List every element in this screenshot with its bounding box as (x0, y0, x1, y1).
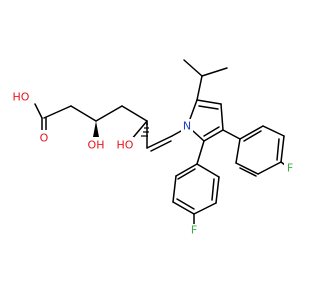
hydroxyl-acid-text: HO (13, 91, 30, 104)
fluorine-upper-label: F (284, 162, 295, 175)
bond-c2pyr-c3pyr-double (198, 105, 219, 110)
bond-ph2-b (172, 175, 177, 203)
bond-ph1-b-double (239, 167, 257, 177)
bond-c5-oh (130, 120, 148, 141)
bond-ph2-f (196, 163, 220, 178)
bond-c3-c4 (95, 105, 123, 122)
bond-c5pyr-n (192, 130, 205, 142)
carbonyl-oxygen-text: O (40, 132, 49, 145)
bond-ph2-c-double (176, 198, 195, 210)
bond-ph2-e (215, 176, 220, 204)
hydroxyl-3-text: OH (88, 139, 105, 152)
atom-label-layer: HO O OH HO N F F (12, 91, 295, 237)
bond-ph1-f (239, 125, 264, 140)
bond-ph1-c (257, 161, 282, 175)
bond-ph2-c (172, 201, 195, 215)
stereo-hash-c5-oh (141, 123, 149, 137)
bond-c4pyr-c5pyr (203, 129, 224, 142)
bond-ch-me2 (201, 67, 228, 77)
pyrrole-nitrogen-label: N (181, 119, 193, 133)
fluorine-lower-text: F (191, 224, 197, 237)
bond-c4-c5 (121, 105, 148, 122)
hydroxyl-5-label: HO (115, 137, 134, 152)
bond-ph2-a-double (177, 168, 196, 180)
bond-c2pyr-ch (196, 75, 203, 101)
bond-c2pyr-c3pyr (196, 99, 222, 105)
bond-ph2-a (175, 163, 198, 177)
bond-ph2-e-double (211, 178, 215, 201)
fluorine-lower-label: F (189, 224, 200, 237)
hydroxyl-acid-label: HO (12, 91, 31, 104)
bond-c1-ohacid (34, 103, 43, 119)
molecule-structure-diagram: HO O OH HO N F F (12, 59, 295, 237)
hydroxyl-5-text: HO (117, 139, 134, 152)
bond-c7-n (171, 130, 182, 137)
carbonyl-oxygen-label: O (39, 130, 50, 145)
stereo-wedge-c3-oh (93, 121, 99, 137)
bond-c1-c2 (43, 105, 72, 119)
bond-ph1-d-double (276, 138, 280, 161)
bond-c6-c7-double (150, 140, 172, 152)
bond-ph1-b (235, 162, 259, 175)
bond-c6-c7 (146, 135, 173, 149)
fluorine-upper-text: F (287, 162, 293, 175)
bond-ph1-a (235, 138, 241, 164)
bond-c3pyr-ph1 (222, 129, 241, 140)
bond-c4pyr-c5pyr-double (203, 126, 220, 137)
pyrrole-nitrogen-text: N (183, 120, 191, 133)
bond-layer (34, 59, 290, 226)
bond-ph1-d (280, 135, 285, 163)
bond-ch-me1 (183, 59, 203, 77)
bond-ph1-e (262, 125, 285, 137)
bond-ph2-d (193, 202, 217, 215)
bond-n-c2pyr (189, 99, 198, 120)
bond-c3pyr-c4pyr (220, 103, 224, 131)
bond-ph1-f-double (243, 130, 262, 142)
bond-c2-c3 (70, 105, 97, 122)
bond-c5pyr-ph2 (196, 140, 205, 165)
hydroxyl-3-label: OH (86, 137, 105, 152)
